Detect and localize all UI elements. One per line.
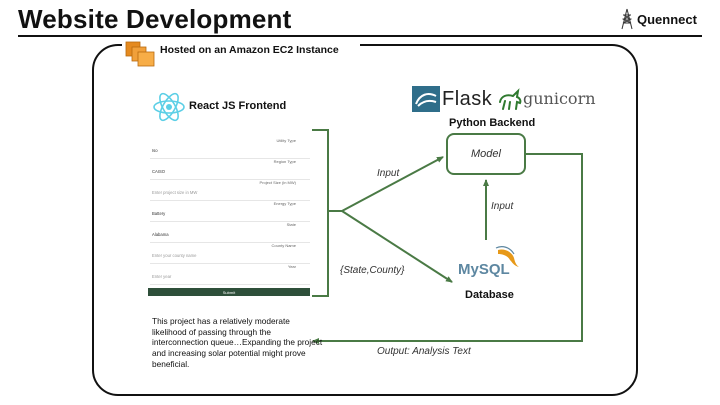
ec2-container-border	[92, 44, 638, 396]
field-label: Energy Type	[273, 201, 296, 206]
edge-label-output: Output: Analysis Text	[377, 346, 471, 357]
form-bracket	[312, 129, 329, 297]
quennect-logo: Quennect	[620, 8, 697, 30]
analysis-output-text: This project has a relatively moderate l…	[152, 316, 323, 369]
mysql-wordmark: MySQL	[458, 261, 510, 278]
edge-label-db-input: Input	[491, 201, 514, 212]
frontend-label: React JS Frontend	[189, 100, 287, 112]
form-field-energy-type[interactable]: Energy Type Battery	[150, 201, 310, 222]
field-label: State	[286, 222, 296, 227]
field-label: Project Size (in MW)	[259, 180, 296, 185]
container-label-backdrop	[122, 38, 360, 60]
backend-label: Python Backend	[449, 117, 536, 129]
submit-button[interactable]: Submit	[148, 288, 310, 296]
field-value: Battery	[152, 211, 166, 216]
tower-icon	[621, 8, 633, 30]
gunicorn-icon	[499, 88, 522, 110]
gunicorn-wordmark: gunicorn	[523, 89, 596, 108]
form-field-project-size[interactable]: Project Size (in MW) Enter project size …	[150, 180, 310, 201]
flask-wordmark: Flask	[442, 88, 493, 110]
form-field-year[interactable]: Year Enter year	[150, 264, 310, 285]
form-field-county-name[interactable]: County Name Enter your county name	[150, 243, 310, 264]
flask-icon	[412, 86, 440, 112]
form-field-utility-type[interactable]: Utility Type Iso	[150, 138, 310, 159]
react-icon	[153, 92, 185, 122]
form-field-state[interactable]: State Alabama	[150, 222, 310, 243]
field-placeholder: Enter year	[152, 274, 172, 279]
logo-text: Quennect	[637, 11, 697, 27]
field-value: Iso	[152, 148, 158, 153]
field-value: CAISO	[152, 169, 166, 174]
field-placeholder: Enter project size in MW	[152, 190, 198, 195]
database-label: Database	[465, 289, 514, 301]
title-underline	[18, 35, 702, 37]
field-placeholder: Enter your county name	[152, 253, 197, 258]
model-node: Model	[446, 133, 526, 175]
edge-label-state-county: {State,County}	[340, 265, 405, 276]
arrow-to-database	[341, 210, 453, 283]
container-label: Hosted on an Amazon EC2 Instance	[160, 44, 339, 56]
arrow-to-model	[341, 156, 444, 212]
slide-title: Website Development	[18, 4, 292, 34]
field-value: Alabama	[152, 232, 169, 237]
mysql-icon: MySQL	[458, 246, 519, 278]
edge-label-input: Input	[377, 168, 400, 179]
field-label: Region Type	[273, 159, 296, 164]
ec2-icon	[125, 41, 155, 67]
field-label: Utility Type	[276, 138, 297, 143]
frontend-form-preview: Utility Type Iso Region Type CAISO Proje…	[148, 138, 312, 298]
form-field-region-type[interactable]: Region Type CAISO	[150, 159, 310, 180]
field-label: County Name	[271, 243, 296, 248]
arrow-output	[312, 153, 583, 344]
field-label: Year	[287, 264, 296, 269]
